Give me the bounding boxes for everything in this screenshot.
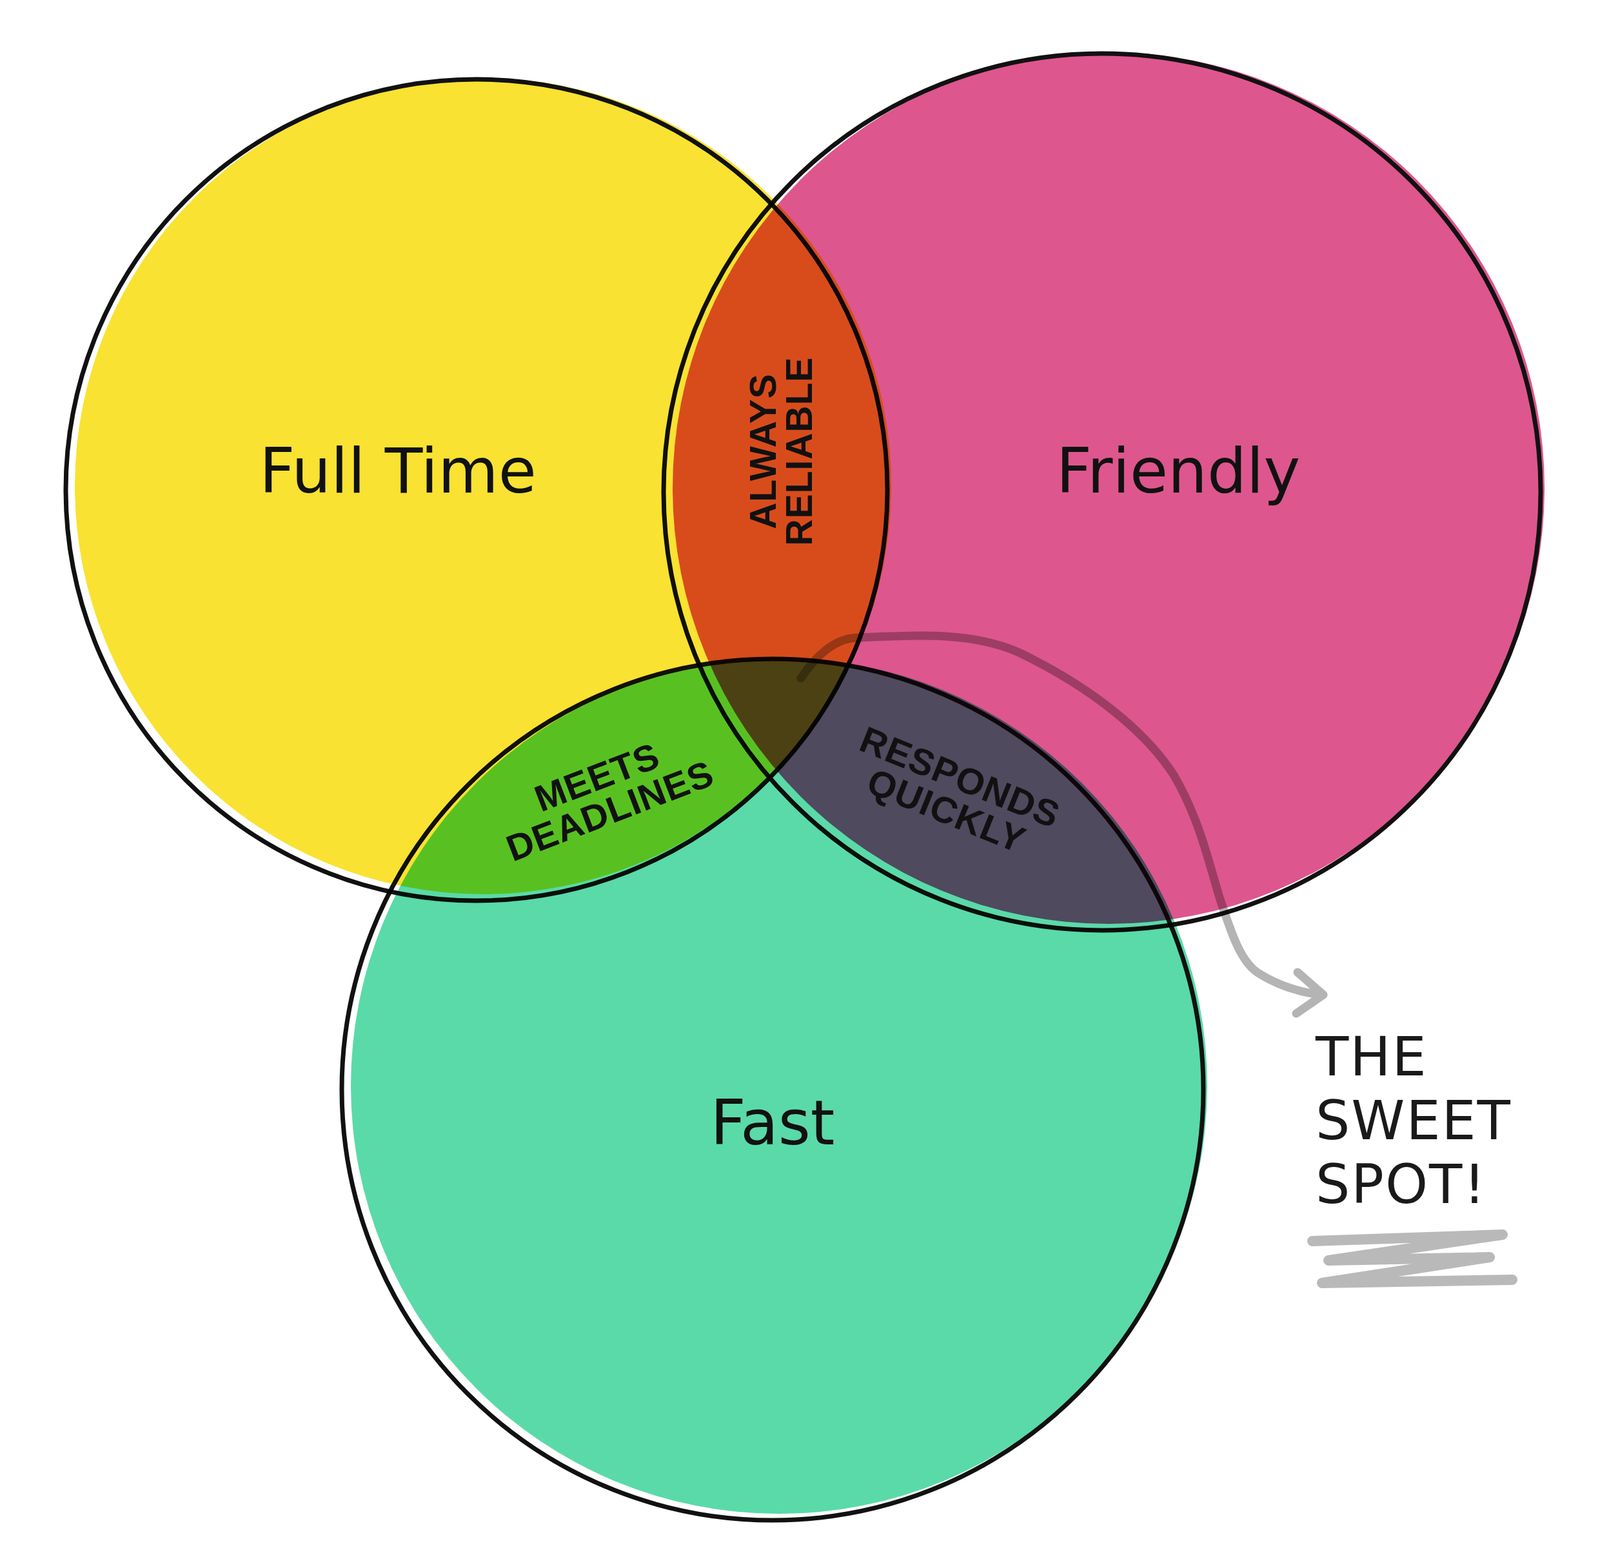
squiggle-underline <box>1312 1234 1513 1284</box>
arrow-head <box>1296 972 1324 1014</box>
venn-circle: Fast <box>339 656 1206 1524</box>
callout-label: THE SWEET SPOT! <box>1315 1025 1512 1217</box>
circle-label: Friendly <box>1056 435 1301 508</box>
circle-label: Fast <box>710 1087 836 1160</box>
circle-outline <box>341 659 1204 1521</box>
overlap-label: ALWAYS RELIABLE <box>745 357 818 547</box>
circle-label: Full Time <box>259 435 537 508</box>
